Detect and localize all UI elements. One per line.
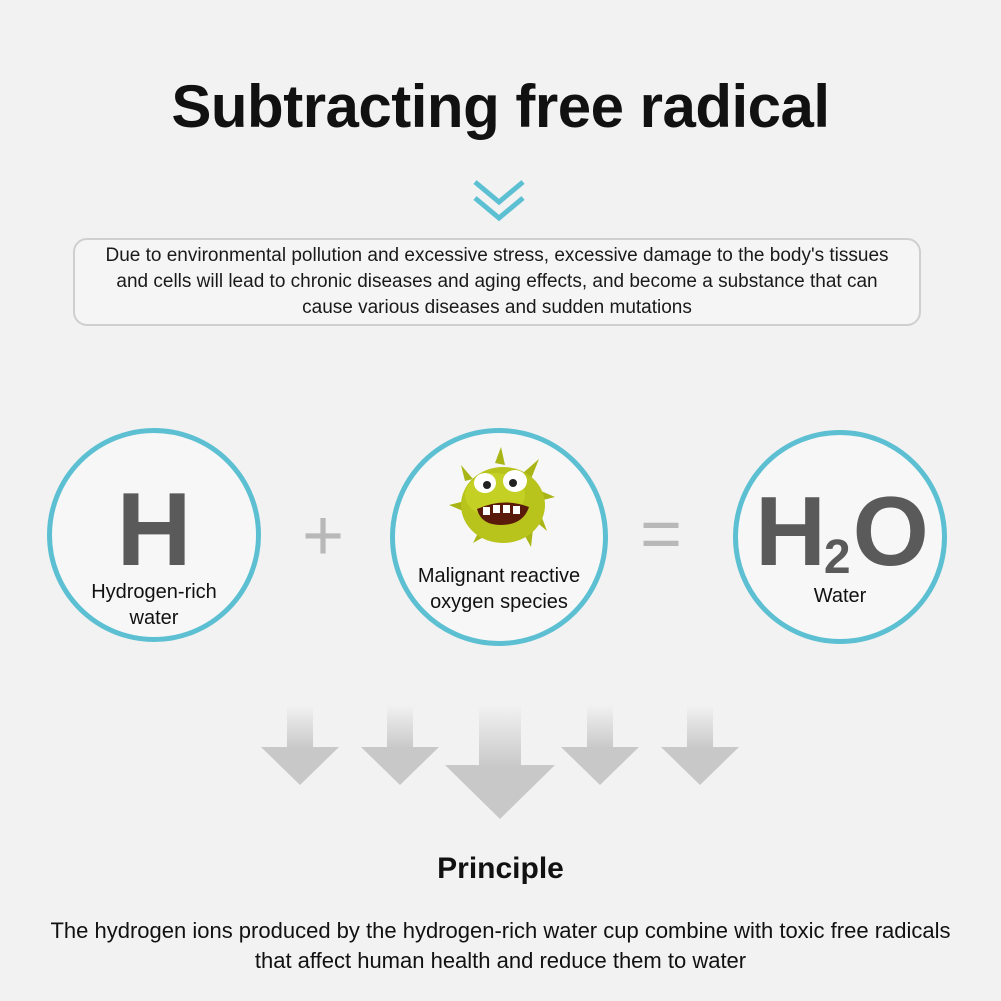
intro-box: Due to environmental pollution and exces… bbox=[73, 238, 921, 326]
water-symbol-o: O bbox=[852, 476, 929, 586]
arrow-3 bbox=[445, 705, 555, 819]
arrow-2 bbox=[361, 705, 439, 785]
radical-circle: Malignant reactive oxygen species bbox=[390, 428, 608, 646]
water-symbol-h: H bbox=[755, 476, 826, 586]
arrow-5 bbox=[661, 705, 739, 785]
arrow-4 bbox=[561, 705, 639, 785]
water-symbol-subscript: 2 bbox=[823, 531, 851, 584]
equals-sign: = bbox=[640, 494, 683, 574]
page-title: Subtracting free radical bbox=[171, 73, 830, 140]
down-arrows-icon bbox=[261, 705, 739, 819]
arrow-1 bbox=[261, 705, 339, 785]
principle-text: The hydrogen ions produced by the hydrog… bbox=[50, 918, 951, 973]
microbe-icon bbox=[449, 447, 555, 547]
hydrogen-label: Hydrogen-rich water bbox=[91, 581, 217, 629]
principle-heading: Principle bbox=[437, 852, 564, 885]
radical-label: Malignant reactive oxygen species bbox=[417, 565, 581, 613]
hydrogen-symbol: H bbox=[116, 472, 192, 588]
hydrogen-circle: H Hydrogen-rich water bbox=[47, 428, 261, 642]
plus-sign: + bbox=[302, 496, 345, 576]
intro-text: Due to environmental pollution and exces… bbox=[105, 245, 889, 318]
water-label: Water bbox=[813, 585, 867, 607]
water-symbol: H2O bbox=[738, 475, 942, 588]
water-circle: H2O Water bbox=[733, 430, 947, 644]
double-chevron-down-icon bbox=[473, 180, 525, 222]
